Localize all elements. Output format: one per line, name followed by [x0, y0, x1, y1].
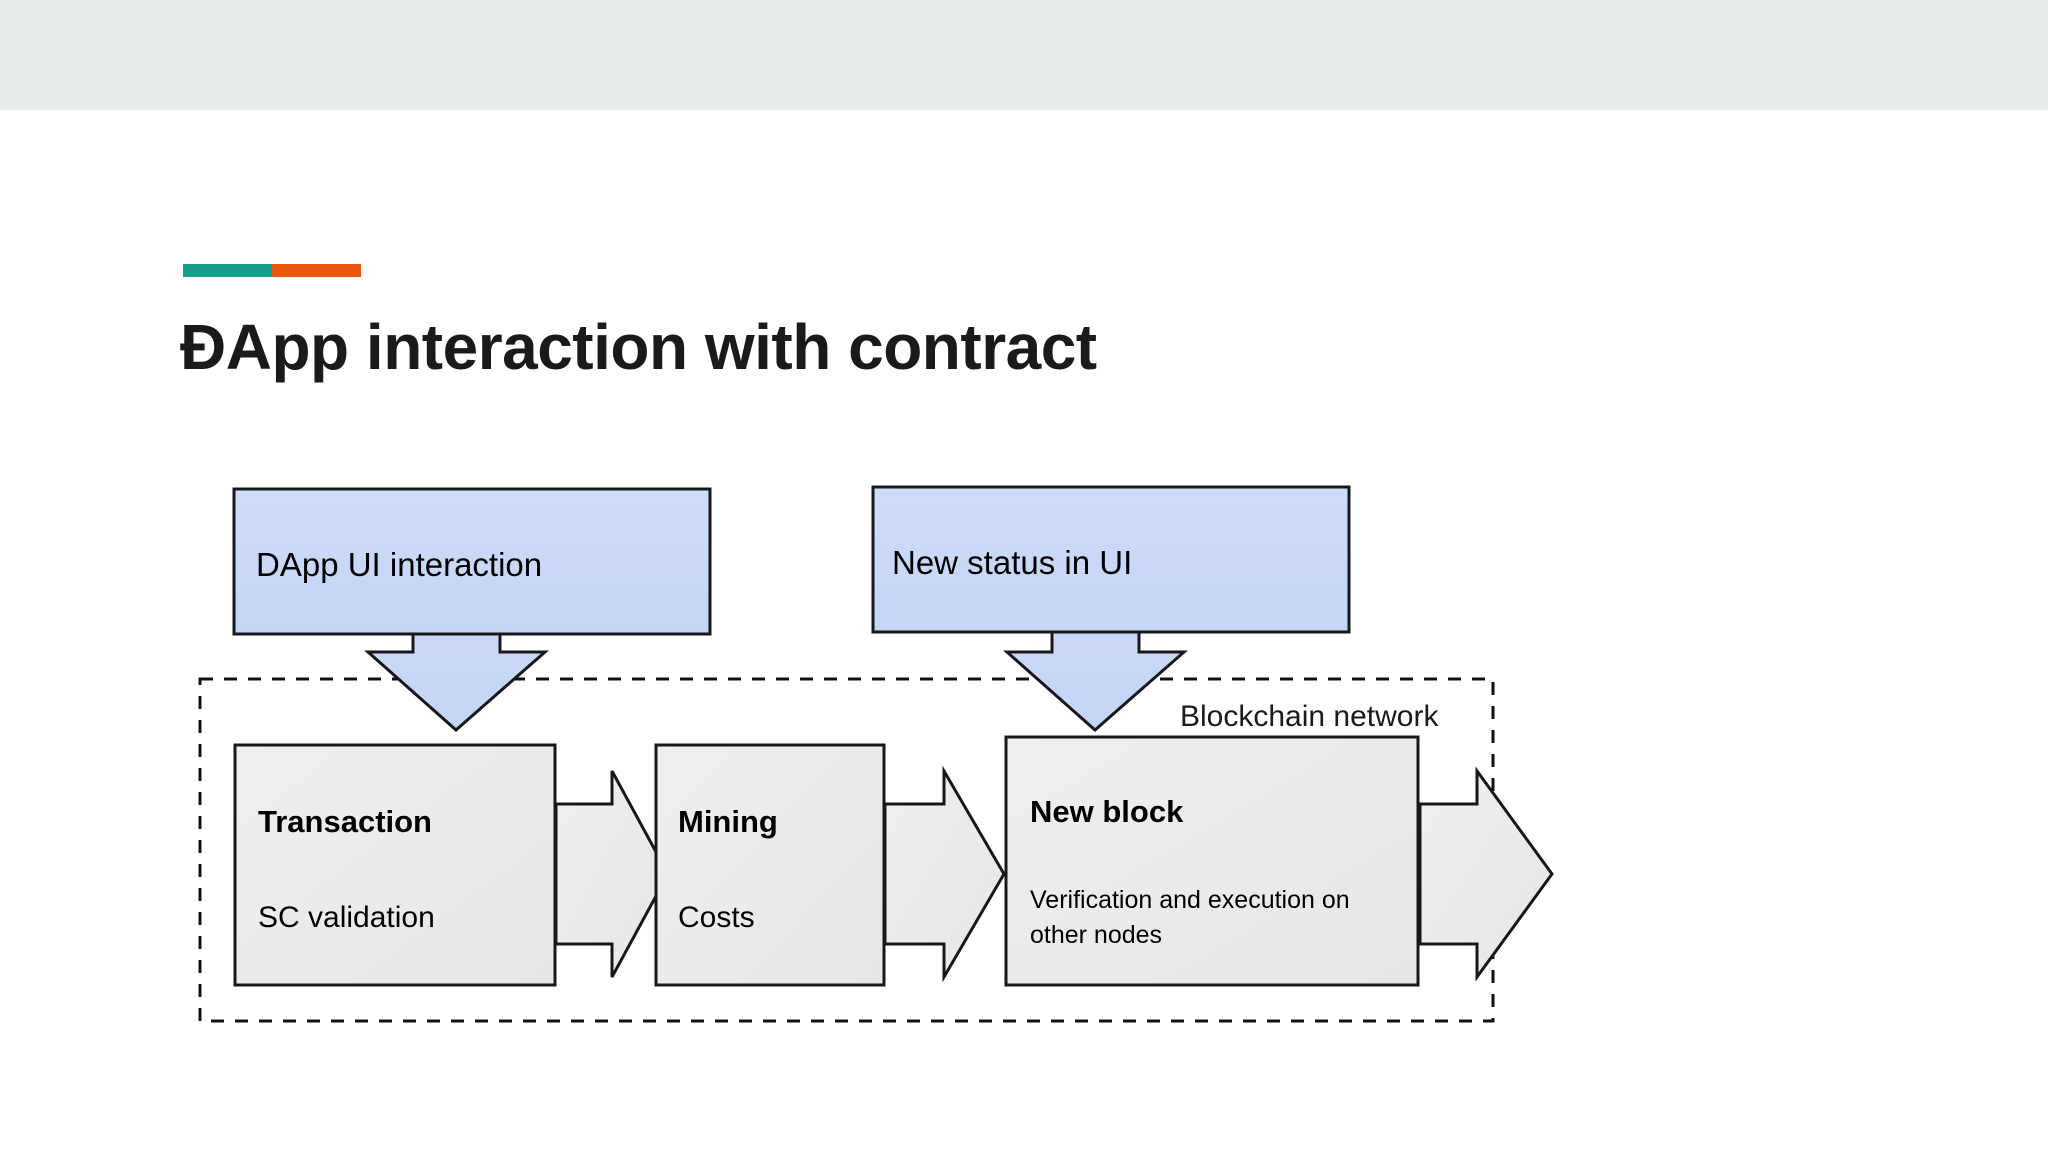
- blockchain-network-label: Blockchain network: [1180, 700, 1439, 733]
- dapp-ui-interaction-label: DApp UI interaction: [256, 546, 542, 583]
- stage-box-transaction-shape: [233, 743, 557, 987]
- new-status-in-ui-box-shape: [871, 485, 1351, 634]
- stage-box-mining[interactable]: Mining Costs: [654, 743, 886, 987]
- stage-title-mining: Mining: [678, 804, 778, 839]
- right-arrow-icon-new-block-outside: [1418, 766, 1554, 982]
- stage-box-mining-shape: [654, 743, 886, 987]
- slide-top-band: [0, 0, 2048, 110]
- stage-title-new-block: New block: [1030, 794, 1184, 829]
- page-title: ÐApp interaction with contract: [180, 311, 1097, 383]
- right-arrow-icon-transaction-to-mining: [554, 770, 670, 978]
- stage-subtitle-new-block-line1: Verification and execution on: [1030, 886, 1350, 914]
- stage-box-new-block-shape: [1004, 735, 1420, 987]
- stage-subtitle-mining: Costs: [678, 901, 755, 934]
- stage-box-new-block[interactable]: New block Verification and execution on …: [1004, 735, 1420, 987]
- right-arrow-icon-mining-to-new-block: [883, 765, 1006, 983]
- dapp-ui-interaction-box[interactable]: DApp UI interaction: [232, 487, 712, 636]
- accent-rule-orange-segment: [272, 264, 361, 277]
- stage-title-transaction: Transaction: [258, 804, 432, 839]
- new-status-in-ui-box[interactable]: New status in UI: [871, 485, 1351, 634]
- accent-rule-teal-segment: [183, 264, 272, 277]
- dapp-ui-interaction-box-shape: [232, 487, 712, 636]
- new-status-in-ui-label: New status in UI: [892, 544, 1132, 581]
- stage-box-transaction[interactable]: Transaction SC validation: [233, 743, 557, 987]
- stage-subtitle-new-block-line2: other nodes: [1030, 921, 1162, 949]
- stage-subtitle-transaction: SC validation: [258, 901, 435, 934]
- blockchain-network-label-text: Blockchain network: [1180, 700, 1439, 733]
- accent-rule: [183, 264, 361, 277]
